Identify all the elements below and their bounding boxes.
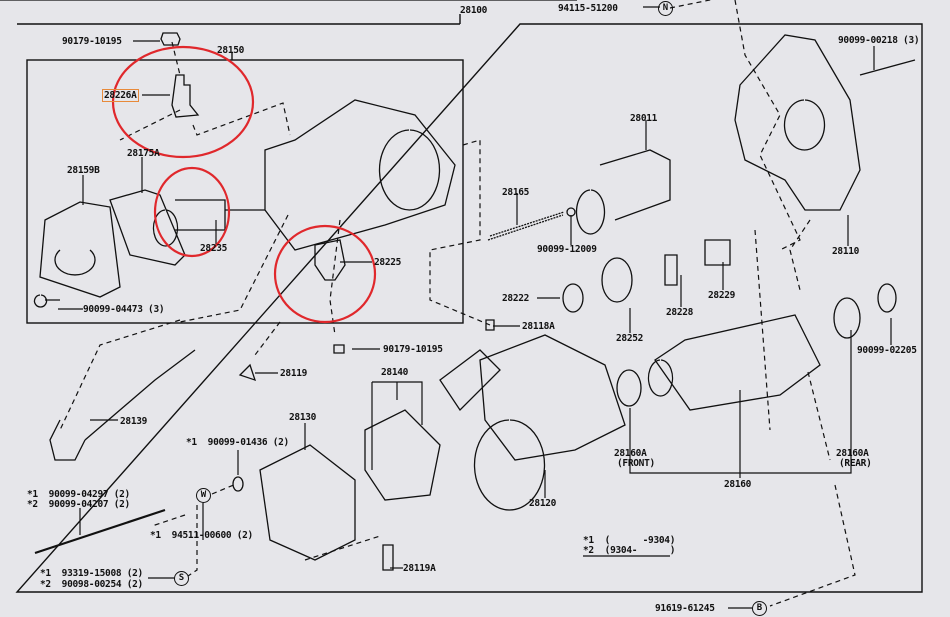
through-bolt-part [34,508,166,555]
label-armature[interactable]: 28160 [724,479,752,490]
label-bearing-rear[interactable]: 28160A [836,448,869,459]
label-spring[interactable]: 28165 [502,187,530,198]
label-bolt-housing[interactable]: 90099-00218 (3) [838,35,920,46]
label-boot2[interactable]: 28119 [280,368,308,379]
label-bolt2[interactable]: *2 90099-04207 (2) [27,499,130,510]
spring-part [487,211,565,241]
label-gasket[interactable]: 28175A [127,148,160,159]
label-bearing-front[interactable]: 28160A [614,448,647,459]
label-plunger[interactable]: 28235 [200,243,228,254]
label-assembly[interactable]: 28100 [460,5,488,16]
label-housing[interactable]: 28110 [832,246,860,257]
switch-subassembly-frame [26,59,464,324]
screw-part [33,294,60,308]
label-terminal[interactable]: 28225 [374,257,402,268]
idler-gear-part [601,257,633,303]
yoke-part [473,334,626,511]
label-ball[interactable]: 90099-12009 [537,244,597,255]
callout-w-icon: W [196,488,211,503]
housing-part [734,34,861,211]
label-retainer[interactable]: 28229 [708,290,736,301]
end-frame-part [259,444,356,561]
callout-n-icon: N [658,1,673,16]
armature-part [647,314,821,411]
terminal-a-part [171,74,200,118]
label-yoke[interactable]: 28120 [529,498,557,509]
bearing-rear-part [833,297,861,339]
highlight-circle-28226a [111,45,255,159]
lead-terminal-part [439,349,501,412]
label-brush-holder[interactable]: 28140 [381,367,409,378]
label-screw-cover[interactable]: 90099-04473 (3) [83,304,165,315]
rollers-part [664,239,731,286]
terminal-part [314,239,346,281]
label-nut-n[interactable]: 94115-51200 [558,3,618,14]
label-nut-b[interactable]: 91619-61245 [655,603,715,614]
label-washer-w[interactable]: *1 94511-00600 (2) [150,530,253,541]
switch-housing-part [264,99,456,251]
callout-b-icon: B [752,601,767,616]
oring-part [232,476,244,492]
washer-rear-part [877,283,897,313]
label-switch-assy[interactable]: 28150 [217,45,245,56]
label-idler-gear[interactable]: 28252 [616,333,644,344]
label-screw1[interactable]: *1 93319-15008 (2) [40,568,143,579]
label-bolt1[interactable]: *1 90099-04297 (2) [27,489,130,500]
label-cover[interactable]: 28159B [67,165,100,176]
legend-row-2: *2 (9304- ) [583,545,676,556]
brush-holder-part [364,409,441,501]
ball-part [566,207,576,217]
cap-part [160,32,181,46]
label-bearing-rear-sub: (REAR) [839,458,872,469]
label-bearing-front-sub: (FRONT) [617,458,655,469]
bolt-part [859,59,916,76]
gasket-part [109,189,186,266]
bearing-front-part [616,369,642,407]
lead-part [49,349,196,461]
label-oring[interactable]: *1 90099-01436 (2) [186,437,289,448]
label-end-frame[interactable]: 28130 [289,412,317,423]
label-boot[interactable]: 28118A [522,321,555,332]
washer-part [562,283,584,313]
label-rollers[interactable]: 28228 [666,307,694,318]
highlight-circle-28235 [153,166,231,258]
label-clutch[interactable]: 28011 [630,113,658,124]
label-cap-mid[interactable]: 90179-10195 [383,344,443,355]
highlight-circle-28225 [273,224,377,324]
label-washer-rear[interactable]: 90099-02205 [857,345,917,356]
callout-s-icon: S [174,571,189,586]
label-boot3[interactable]: 28119A [403,563,436,574]
label-terminal-a-highlighted[interactable]: 28226A [102,89,139,102]
label-lead[interactable]: 28139 [120,416,148,427]
legend-row-1: *1 ( -9304) [583,535,676,546]
boot-caps [333,319,495,354]
clutch-part [575,149,671,235]
boot3-part [382,544,394,571]
cover-part [39,201,121,298]
plunger-part [152,199,265,247]
label-washer[interactable]: 28222 [502,293,530,304]
label-screw2[interactable]: *2 90098-00254 (2) [40,579,143,590]
label-cap-top[interactable]: 90179-10195 [62,36,122,47]
boot-part [238,363,257,382]
outer-frame [15,23,923,593]
